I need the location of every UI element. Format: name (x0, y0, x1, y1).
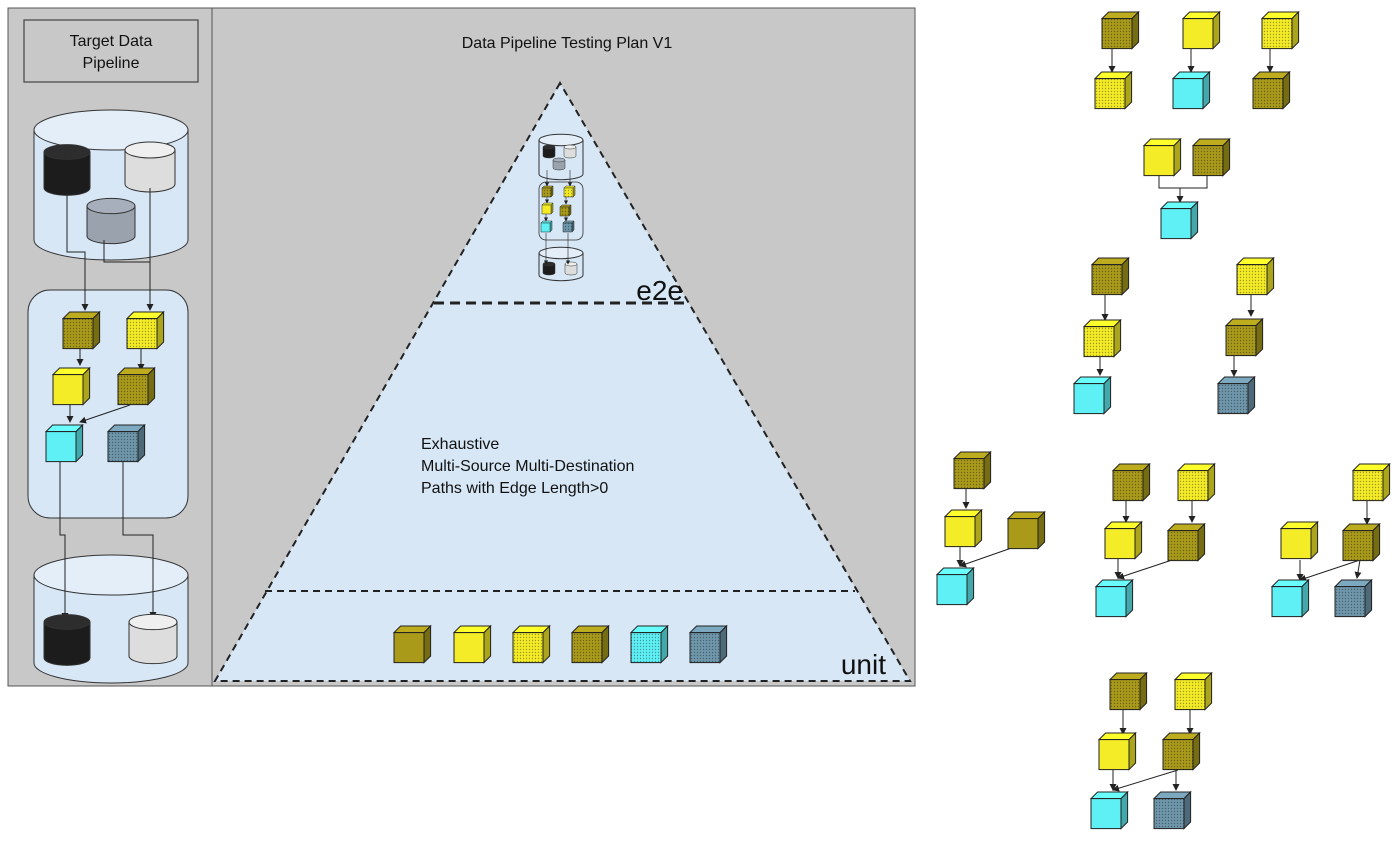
left-panel-title-line2: Pipeline (83, 55, 140, 72)
cube-icon (952, 450, 992, 490)
cube-icon (1191, 137, 1231, 177)
cube-icon (1082, 318, 1122, 358)
testing-pyramid (213, 81, 912, 682)
cube-icon (562, 220, 575, 233)
cube-icon (688, 624, 728, 664)
cube-icon (44, 423, 84, 463)
cube-icon (1216, 375, 1256, 415)
cube-icon (540, 220, 553, 233)
main-panel-title: Data Pipeline Testing Plan V1 (462, 35, 673, 52)
cube-icon (1097, 731, 1137, 771)
cube-icon (629, 624, 669, 664)
cube-icon (1111, 462, 1151, 502)
cube-icon (1108, 671, 1148, 711)
database-icon (43, 614, 91, 666)
database-icon (124, 141, 176, 193)
middle-text-line1: Exhaustive (421, 436, 499, 453)
cube-icon (1006, 510, 1046, 550)
cube-icon (511, 624, 551, 664)
cube-icon (116, 366, 156, 406)
cube-icon (1176, 462, 1216, 502)
cube-icon (1279, 520, 1319, 560)
cube-icon (1093, 70, 1133, 110)
cube-icon (1235, 256, 1275, 296)
cube-icon (392, 624, 432, 664)
cube-icon (563, 185, 576, 198)
cube-icon (452, 624, 492, 664)
cube-icon (1159, 200, 1199, 240)
middle-text-line3: Paths with Edge Length>0 (421, 480, 608, 497)
cube-icon (61, 310, 101, 350)
database-icon (542, 144, 556, 159)
cube-icon (559, 204, 572, 217)
cube-icon (1173, 671, 1213, 711)
cube-icon (1103, 520, 1143, 560)
cube-icon (1224, 317, 1264, 357)
cube-icon (541, 185, 554, 198)
cube-icon (1341, 522, 1381, 562)
database-icon (563, 144, 577, 159)
e2e-label: e2e (636, 275, 683, 306)
cube-icon (1260, 10, 1300, 50)
database-icon (552, 157, 566, 171)
cube-icon (570, 624, 610, 664)
database-icon (86, 197, 136, 245)
unit-label: unit (841, 649, 886, 680)
cube-icon (51, 366, 91, 406)
cube-icon (1089, 790, 1129, 830)
cube-icon (1181, 10, 1221, 50)
cube-icon (943, 508, 983, 548)
left-panel-title-line1: Target Data (70, 33, 153, 50)
cube-icon (1166, 522, 1206, 562)
cube-icon (1152, 790, 1192, 830)
left-panel-title-box (23, 19, 199, 83)
cube-icon (1351, 462, 1391, 502)
database-icon (43, 144, 91, 196)
cube-icon (1270, 578, 1310, 618)
cube-icon (1142, 137, 1182, 177)
database-icon (128, 613, 178, 665)
cube-icon (935, 566, 975, 606)
cube-icon (1251, 70, 1291, 110)
cube-icon (541, 202, 554, 215)
cube-icon (1090, 256, 1130, 296)
database-icon (564, 261, 578, 276)
cube-icon (1161, 731, 1201, 771)
cube-icon (106, 423, 146, 463)
middle-text-line2: Multi-Source Multi-Destination (421, 458, 634, 475)
cube-icon (1072, 375, 1112, 415)
cube-icon (1333, 578, 1373, 618)
database-icon (542, 261, 556, 276)
cube-icon (1094, 578, 1134, 618)
cube-icon (1171, 70, 1211, 110)
cube-icon (1100, 10, 1140, 50)
cube-icon (125, 310, 165, 350)
